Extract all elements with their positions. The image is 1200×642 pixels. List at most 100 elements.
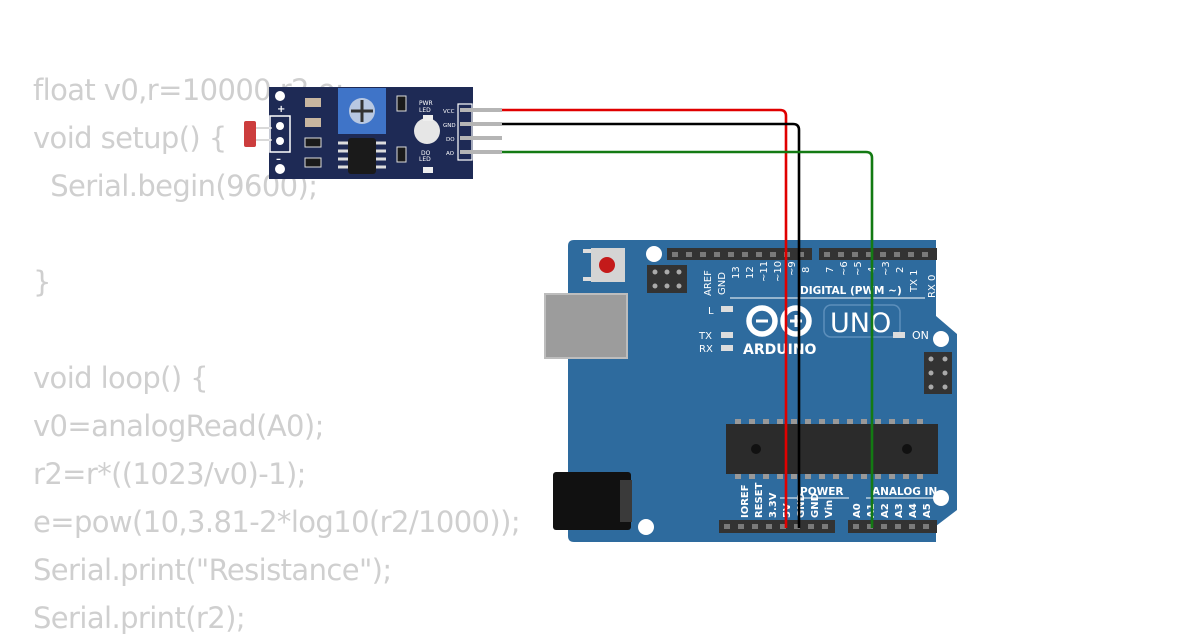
pin-label-vcc: VCC xyxy=(443,109,455,115)
power-header[interactable] xyxy=(719,520,835,533)
pin-label: GND xyxy=(796,493,807,518)
pin-label-gnd: GND xyxy=(443,123,456,129)
smd-capacitor xyxy=(396,95,407,112)
digital-header-right xyxy=(819,248,937,260)
code-line: Serial.print(r2); xyxy=(33,601,246,635)
on-led-label: ON xyxy=(912,329,929,342)
pin-label: A2 xyxy=(880,503,891,518)
analog-header-body xyxy=(848,520,937,533)
mounting-hole xyxy=(275,164,285,174)
reset-button-leg xyxy=(583,277,592,281)
comparator-ic xyxy=(348,138,376,174)
pin-label: A3 xyxy=(894,503,905,518)
minus-label: – xyxy=(276,154,281,165)
pin-label: ~9 xyxy=(787,261,798,276)
pin-label: 12 xyxy=(745,266,756,279)
photoresistor[interactable] xyxy=(244,121,256,147)
smd-capacitor xyxy=(396,146,407,163)
mounting-hole xyxy=(933,331,949,347)
power-jack-tip xyxy=(620,480,632,522)
pin-do[interactable] xyxy=(460,136,502,140)
pin-ao[interactable] xyxy=(460,150,502,154)
wire-gnd-gnd[interactable] xyxy=(502,122,801,528)
analog-header[interactable] xyxy=(848,520,937,533)
arduino-model: UNO xyxy=(830,308,891,339)
pin-label: 7 xyxy=(825,267,836,273)
smd-resistor xyxy=(305,98,321,107)
header-pins[interactable] xyxy=(460,108,502,154)
header-pad xyxy=(276,122,284,130)
wire-ao-a1[interactable] xyxy=(502,150,874,528)
wires[interactable] xyxy=(502,108,874,528)
power-jack[interactable] xyxy=(553,472,631,530)
pin-gnd[interactable] xyxy=(460,122,502,126)
chip-notch xyxy=(902,444,912,454)
pin-label: 13 xyxy=(731,266,742,279)
pwr-led-label: LED xyxy=(419,107,431,114)
tx-led-label: TX xyxy=(698,331,712,342)
pin-label: IOREF xyxy=(740,484,751,518)
power-label: POWER xyxy=(800,486,843,498)
digital-pwm-label: DIGITAL (PWM ~) xyxy=(800,285,902,297)
code-line: } xyxy=(33,265,51,299)
code-line: r2=r*((1023/v0)-1); xyxy=(33,457,306,491)
usb-connector[interactable] xyxy=(544,293,628,359)
digital-header[interactable] xyxy=(667,248,937,260)
pwr-led-icon xyxy=(423,115,433,121)
photoresistor-header xyxy=(269,115,291,153)
do-led-icon xyxy=(423,167,433,173)
rx-led-label: RX xyxy=(699,344,713,355)
pin-label: ~6 xyxy=(839,261,850,276)
code-line: v0=analogRead(A0); xyxy=(33,409,324,443)
icsp-header xyxy=(647,265,687,293)
on-led-icon xyxy=(893,332,905,338)
pin-vcc[interactable] xyxy=(460,108,502,112)
mounting-hole xyxy=(275,91,285,101)
pin-label: TX 1 xyxy=(909,270,920,294)
arduino-logo-icon xyxy=(746,305,812,337)
arduino-uno-board[interactable]: AREF GND 13 12 ~11 ~10 ~9 8 7 ~6 ~5 4 ~3… xyxy=(544,240,957,542)
reset-button-cap[interactable] xyxy=(599,257,615,273)
pin-label: GND xyxy=(717,272,728,295)
header-pad xyxy=(276,137,284,145)
pin-label: A0 xyxy=(852,503,863,518)
pin-label: A4 xyxy=(908,503,919,518)
do-led-label: LED xyxy=(419,156,431,163)
reset-button-leg xyxy=(583,249,592,253)
pin-label: A5 xyxy=(922,503,933,518)
pin-label: ~5 xyxy=(853,261,864,276)
l-led-label: L xyxy=(708,306,714,317)
code-line: void setup() { xyxy=(33,121,227,155)
pin-label-do: DO xyxy=(446,137,455,143)
pin-label-ao: AO xyxy=(446,151,455,157)
wire-vcc-5v[interactable] xyxy=(502,108,788,528)
code-line: Serial.print("Resistance"); xyxy=(33,553,392,587)
chip-notch xyxy=(751,444,761,454)
pin-label: AREF xyxy=(703,270,714,296)
smd-resistor xyxy=(304,157,322,168)
smd-resistor xyxy=(305,118,321,127)
plus-label: + xyxy=(277,104,285,115)
code-line: e=pow(10,3.81-2*log10(r2/1000)); xyxy=(33,505,521,539)
pin-label: ~11 xyxy=(759,261,770,282)
pin-label: 8 xyxy=(801,267,812,273)
icsp-header xyxy=(924,352,952,394)
pin-label: 3.3V xyxy=(768,492,779,518)
smd-resistor xyxy=(304,137,322,148)
pin-header xyxy=(457,103,473,161)
ldr-sensor-module[interactable]: + – PWR LED DO LED VCC GND DO xyxy=(244,87,502,179)
pin-label: ~3 xyxy=(881,261,892,276)
pin-label: 2 xyxy=(895,267,906,273)
do-led-label: DO xyxy=(421,150,431,157)
pin-label: RESET xyxy=(754,482,765,518)
code-editor: float v0,r=10000,r2,e;void setup() { Ser… xyxy=(33,66,521,642)
pin-label: 5V xyxy=(782,503,793,518)
pin-label: Vin xyxy=(824,500,835,518)
pin-label: RX 0 xyxy=(927,275,938,298)
mounting-hole xyxy=(646,246,662,262)
pin-label: ~10 xyxy=(773,261,784,282)
pin-label: GND xyxy=(810,493,821,518)
uno-badge xyxy=(823,304,901,338)
l-led-icon xyxy=(721,306,733,312)
